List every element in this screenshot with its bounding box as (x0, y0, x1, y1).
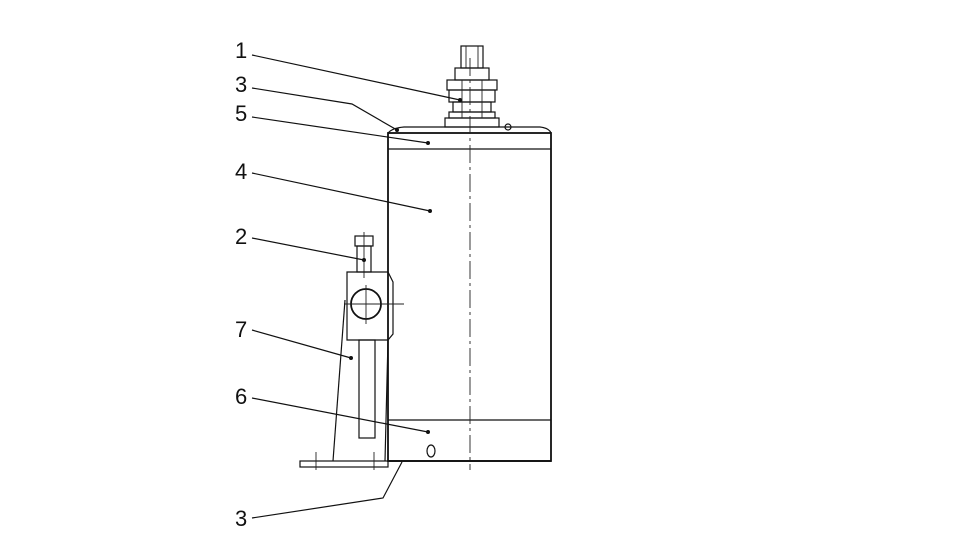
cylinder-body (387, 132, 552, 462)
top-screw (504, 123, 512, 131)
drain-hole (426, 444, 436, 458)
callout-6: 6 (235, 384, 247, 409)
callout-4: 4 (235, 159, 247, 184)
callout-5: 5 (235, 101, 247, 126)
cable-gland (444, 45, 500, 128)
callout-2: 2 (235, 224, 247, 249)
mounting-bracket (299, 232, 404, 470)
callout-1: 1 (235, 38, 247, 63)
callout-7: 7 (235, 317, 247, 342)
callout-labels: 1 3 5 4 2 7 6 3 (235, 38, 247, 531)
leader-lines (251, 54, 462, 519)
callout-3-bottom: 3 (235, 506, 247, 531)
callout-3-top: 3 (235, 72, 247, 97)
